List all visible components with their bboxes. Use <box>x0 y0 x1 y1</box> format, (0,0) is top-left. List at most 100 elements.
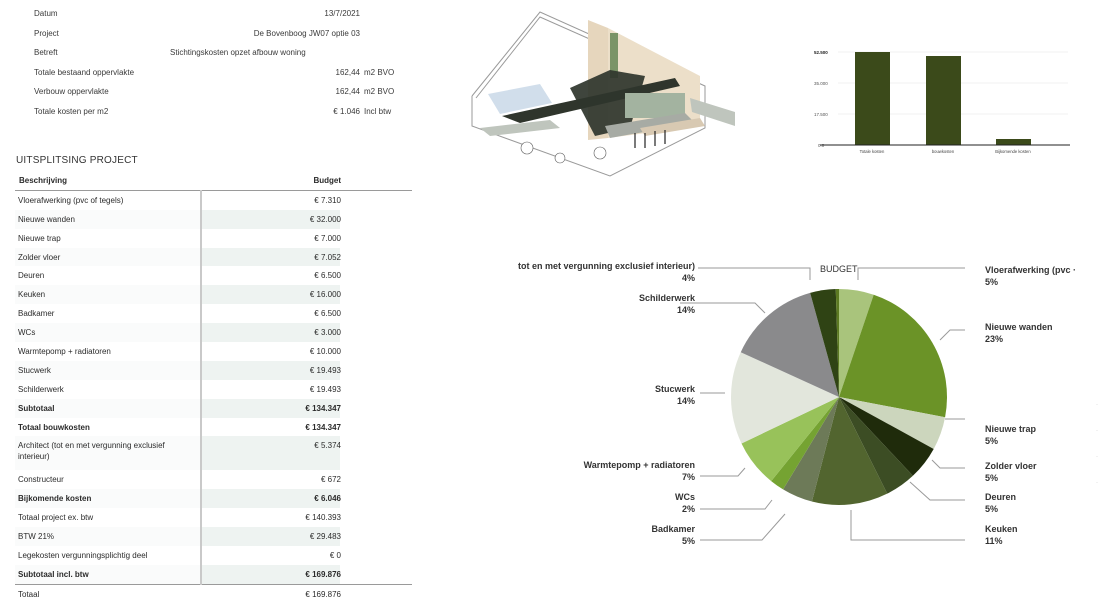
bar-totale-kosten <box>855 52 890 145</box>
row-budget: € 0 <box>329 550 341 560</box>
info-row-betreft: Betreft Stichtingskosten opzet afbouw wo… <box>34 43 404 63</box>
pie-svg: BUDGET <box>680 264 965 541</box>
header-budget: Budget <box>201 171 412 191</box>
pie-chart: BUDGET Vloerafwerking (pvc ·5% Nieuwe wa… <box>500 250 1100 570</box>
pie-slice <box>839 397 946 449</box>
bar-bijkomende-kosten <box>996 139 1031 145</box>
pie-slice <box>740 292 839 397</box>
row-budget: € 672 <box>320 475 341 485</box>
y-tick: 17.500 <box>814 112 828 117</box>
row-budget: € 134.347 <box>201 398 412 418</box>
info-row-bestaand: Totale bestaand oppervlakte 162,44 m2 BV… <box>34 63 404 83</box>
info-row-project: Project De Bovenboog JW07 optie 03 <box>34 24 404 44</box>
pie-title: BUDGET <box>820 264 858 274</box>
row-description: Keuken <box>15 285 202 305</box>
info-unit: m2 BVO <box>364 67 395 77</box>
row-description: Nieuwe trap <box>15 228 202 248</box>
row-budget: € 19.493 <box>309 384 341 394</box>
legend-marker: · <box>1096 480 1098 486</box>
pie-slice <box>810 289 839 397</box>
row-description: Badkamer <box>15 304 202 324</box>
table-row: Totaal project ex. btw€ 140.393 <box>15 508 412 528</box>
pie-slice <box>835 289 839 397</box>
row-description: Constructeur <box>15 470 202 490</box>
row-description: Bijkomende kosten <box>15 489 202 509</box>
pie-slice <box>811 397 888 505</box>
budget-table: Beschrijving Budget Vloerafwerking (pvc … <box>15 171 412 604</box>
table-row: Keuken€ 16.000 <box>15 285 412 305</box>
table-row-subtotal-incl: Subtotaal incl. btw€ 169.876 <box>15 564 412 585</box>
info-value: 162,44 <box>335 87 360 96</box>
pie-slice <box>839 397 934 476</box>
y-tick: 52.500 <box>814 50 828 55</box>
table-row: Constructeur € 672 <box>15 470 412 490</box>
y-tick: 35.000 <box>814 81 828 86</box>
pie-label-architect: tot en met vergunning exclusief interieu… <box>517 261 695 283</box>
row-description: Architect (tot en met vergunning exclusi… <box>15 436 202 471</box>
row-budget: € 16.000 <box>201 285 412 305</box>
row-budget: € 6.500 <box>314 271 341 281</box>
info-label: Totale bestaand oppervlakte <box>34 67 135 77</box>
pie-slice <box>731 352 839 444</box>
info-label: Totale kosten per m2 <box>34 106 109 116</box>
row-budget: € 169.876 <box>201 583 412 604</box>
info-label: Verbouw oppervlakte <box>34 87 109 96</box>
row-budget: € 7.052 <box>201 247 412 267</box>
table-row-bijkomende: Bijkomende kosten€ 6.046 <box>15 489 412 509</box>
info-row-datum: Datum 13/7/2021 <box>34 4 404 24</box>
table-row: Zolder vloer€ 7.052 <box>15 247 412 267</box>
table-header: Beschrijving Budget <box>15 171 412 191</box>
row-budget: € 5.374 <box>201 436 412 471</box>
table-row-total: Totaal€ 169.876 <box>15 583 412 604</box>
info-label: Project <box>34 28 59 38</box>
info-value: De Bovenboog JW07 optie 03 <box>253 28 360 38</box>
info-label: Betreft <box>34 48 58 57</box>
pie-slice <box>839 294 947 418</box>
project-info: Datum 13/7/2021 Project De Bovenboog JW0… <box>34 4 404 121</box>
pie-slice <box>771 397 839 490</box>
row-budget: € 7.310 <box>314 195 341 205</box>
info-row-kosten-m2: Totale kosten per m2 € 1.046 Incl btw <box>34 102 404 122</box>
info-unit: Incl btw <box>364 106 392 116</box>
row-description: Deuren <box>15 266 202 286</box>
table-row: Legekosten vergunningsplichtig deel€ 0 <box>15 546 412 565</box>
pie-slice <box>839 397 913 494</box>
row-description: Warmtepomp + radiatoren <box>15 342 202 361</box>
table-row-subtotal: Subtotaal€ 134.347 <box>15 398 412 418</box>
section-title: UITSPLITSING PROJECT <box>16 155 138 166</box>
pie-slice <box>741 397 839 482</box>
row-description: BTW 21% <box>15 527 202 547</box>
table-row: Stucwerk€ 19.493 <box>15 360 412 380</box>
row-budget: € 6.500 <box>314 309 341 319</box>
row-budget: € 10.000 <box>309 346 341 356</box>
row-description: Vloerafwerking (pvc of tegels) <box>15 190 202 210</box>
row-description: Stucwerk <box>15 360 202 380</box>
row-description: Nieuwe wanden <box>15 209 202 229</box>
info-label: Datum <box>34 9 58 18</box>
house-section-illustration <box>471 11 735 177</box>
bar-bouwkosten <box>926 56 961 145</box>
row-description: WCs <box>15 323 202 343</box>
info-value: 13/7/2021 <box>324 9 360 18</box>
table-row-total-bouwkosten: Totaal bouwkosten€ 134.347 <box>15 417 412 437</box>
row-budget: € 32.000 <box>201 209 412 229</box>
row-description: Totaal project ex. btw <box>15 508 202 528</box>
legend-fragments: · · · · <box>1096 392 1100 496</box>
table-row: Deuren € 6.500 <box>15 266 412 286</box>
x-label: Bijkomende kosten <box>995 149 1031 154</box>
row-budget: € 169.876 <box>201 564 412 585</box>
pie-slice <box>839 289 874 397</box>
row-description: Subtotaal <box>15 398 202 418</box>
table-row: Vloerafwerking (pvc of tegels) € 7.310 <box>15 190 412 210</box>
row-description: Totaal bouwkosten <box>15 417 202 437</box>
pie-slice <box>783 397 839 502</box>
info-row-verbouw: Verbouw oppervlakte 162,44 m2 BVO <box>34 82 404 102</box>
